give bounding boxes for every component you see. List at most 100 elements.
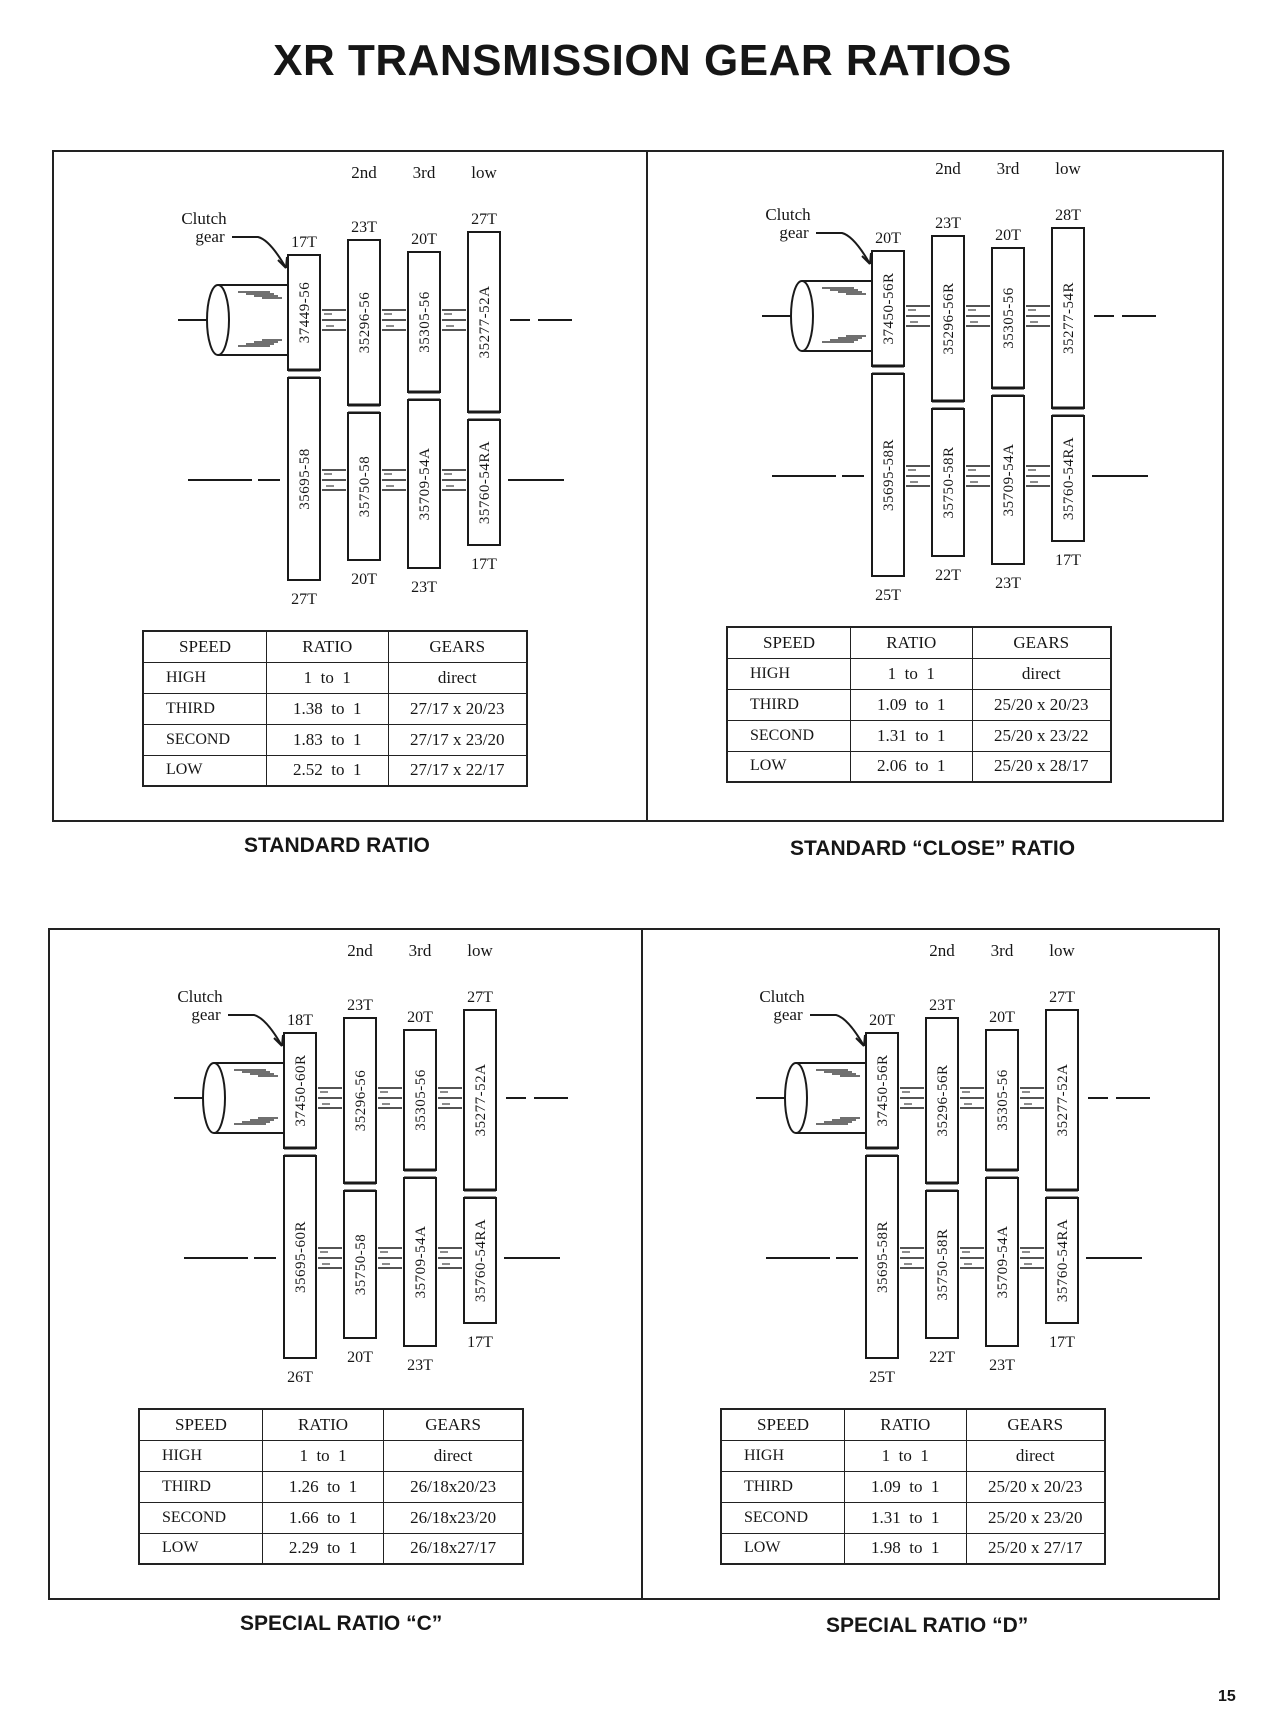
cell-speed: THIRD: [726, 688, 852, 721]
upper-tooth-count: 20T: [875, 230, 901, 247]
column-header-speed: SPEED: [138, 1408, 263, 1441]
upper-gear: [467, 231, 501, 413]
cell-gears: direct: [965, 1439, 1106, 1472]
column-header-speed: SPEED: [726, 626, 852, 659]
clutch-label: Clutch: [181, 209, 227, 228]
lower-part-number: 35760-54RA: [473, 1219, 489, 1302]
cell-ratio: 1.66 to 1: [261, 1501, 385, 1534]
lower-tooth-count: 23T: [989, 1357, 1015, 1374]
bottom-panels-frame: [48, 928, 1220, 1600]
lower-gear: [1051, 415, 1085, 542]
cell-speed: LOW: [142, 754, 268, 787]
lower-gear: [865, 1155, 899, 1359]
column-header-gears: GEARS: [971, 626, 1112, 659]
gear-name-label: low: [1049, 941, 1075, 960]
column-header-speed: SPEED: [720, 1408, 846, 1441]
bottom-panels-divider: [641, 928, 643, 1600]
lower-tooth-count: 26T: [287, 1369, 313, 1386]
lower-gear: [347, 412, 381, 561]
cell-gears: 25/20 x 20/23: [971, 688, 1112, 721]
column-header-ratio: RATIO: [261, 1408, 385, 1441]
upper-part-number: 35296-56: [357, 292, 373, 354]
lower-part-number: 35695-58R: [881, 439, 897, 511]
lower-tooth-count: 17T: [1055, 552, 1081, 569]
upper-part-number: 37450-60R: [293, 1055, 309, 1127]
lower-gear: [283, 1155, 317, 1359]
upper-gear: [985, 1029, 1019, 1171]
upper-tooth-count: 17T: [291, 234, 317, 251]
gear-name-label: 3rd: [409, 941, 432, 960]
caption-standard-close-ratio: STANDARD “CLOSE” RATIO: [790, 837, 1076, 860]
cell-gears: 26/18x23/20: [383, 1501, 524, 1534]
upper-part-number: 35296-56R: [935, 1065, 951, 1137]
lower-part-number: 35750-58R: [935, 1229, 951, 1301]
upper-part-number: 37450-56R: [881, 273, 897, 345]
lower-gear: [931, 408, 965, 557]
lower-part-number: 35709-54A: [1001, 444, 1017, 517]
upper-gear: [925, 1017, 959, 1184]
upper-tooth-count: 27T: [1049, 989, 1075, 1006]
upper-part-number: 37450-56R: [875, 1055, 891, 1127]
clutch-label: Clutch: [177, 987, 223, 1006]
cell-gears: direct: [387, 661, 528, 694]
upper-part-number: 35305-56: [417, 291, 433, 353]
cell-ratio: 2.52 to 1: [266, 754, 389, 787]
lower-part-number: 35695-58: [297, 448, 313, 510]
column-header-ratio: RATIO: [266, 630, 389, 663]
lower-tooth-count: 23T: [407, 1357, 433, 1374]
lower-gear: [925, 1190, 959, 1339]
upper-gear: [283, 1032, 317, 1149]
cell-ratio: 1.83 to 1: [266, 723, 389, 756]
gear-diagram: 37450-56R35695-58R35296-56R35750-58R3530…: [756, 941, 1150, 1386]
lower-gear: [985, 1177, 1019, 1347]
cell-speed: THIRD: [142, 692, 268, 725]
upper-gear: [991, 247, 1025, 389]
upper-part-number: 37449-56: [297, 282, 313, 344]
cell-speed: HIGH: [142, 661, 268, 694]
cell-gears: 25/20 x 20/23: [965, 1470, 1106, 1503]
gear-diagram: 37449-56 35695-58 35296-56 35750-58 35305-56…: [178, 163, 572, 608]
lower-tooth-count: 17T: [467, 1334, 493, 1351]
gear-name-label: low: [467, 941, 493, 960]
lower-tooth-count: 17T: [471, 556, 497, 573]
column-header-ratio: RATIO: [850, 626, 973, 659]
cell-gears: 26/18x20/23: [383, 1470, 524, 1503]
upper-gear: [407, 251, 441, 393]
cell-gears: 27/17 x 23/20: [387, 723, 528, 756]
cell-speed: SECOND: [142, 723, 268, 756]
cell-speed: LOW: [138, 1532, 263, 1565]
upper-gear: [865, 1032, 899, 1149]
gear-name-label: 2nd: [929, 941, 955, 960]
gear-diagram: 37450-56R35695-58R35296-56R35750-58R3530…: [762, 159, 1156, 604]
cell-gears: direct: [383, 1439, 524, 1472]
lower-gear: [287, 377, 321, 581]
cell-ratio: 2.06 to 1: [850, 750, 973, 783]
upper-tooth-count: 18T: [287, 1012, 313, 1029]
cell-ratio: 1.38 to 1: [266, 692, 389, 725]
gear-name-label: 2nd: [351, 163, 377, 182]
upper-part-number: 35277-52A: [1055, 1064, 1071, 1137]
cell-ratio: 1.26 to 1: [261, 1470, 385, 1503]
lower-tooth-count: 23T: [995, 575, 1021, 592]
lower-part-number: 35750-58: [357, 456, 373, 518]
cell-speed: SECOND: [726, 719, 852, 752]
upper-part-number: 35305-56: [995, 1069, 1011, 1131]
upper-gear: [463, 1009, 497, 1191]
upper-part-number: 35296-56R: [941, 283, 957, 355]
gear-name-label: 3rd: [997, 159, 1020, 178]
lower-part-number: 35709-54A: [417, 448, 433, 521]
gear-label: gear: [779, 223, 809, 242]
panel-standard-ratio: 37449-56 35695-58 35296-56 35750-58 35305-56…: [140, 160, 610, 810]
